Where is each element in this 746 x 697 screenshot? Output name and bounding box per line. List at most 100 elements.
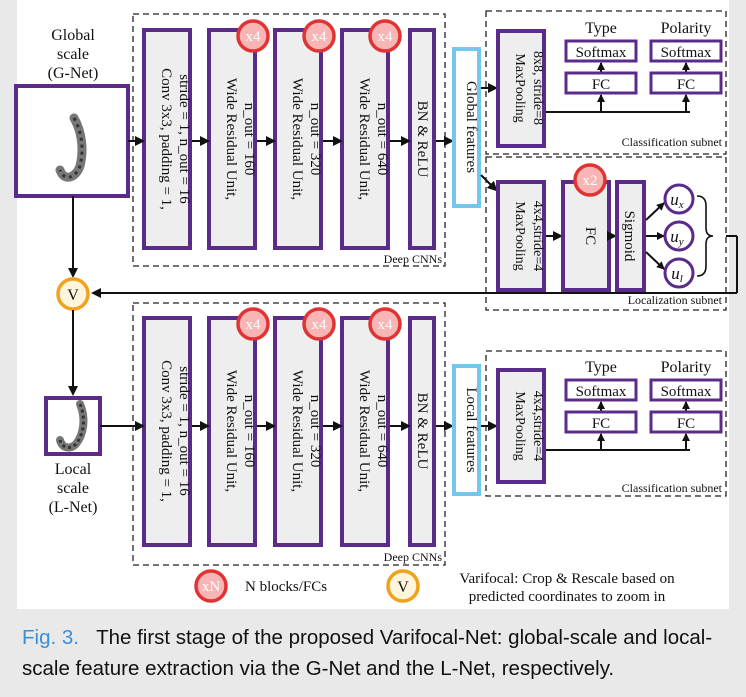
svg-text:Wide Residual Unit,: Wide Residual Unit, [223,370,239,492]
svg-text:BN & ReLU: BN & ReLU [414,101,430,178]
global-classification-subnet-box [485,10,727,155]
global-conv-block: Conv 3x3, padding = 1, stride = 1, n_out… [142,28,192,250]
svg-text:FC: FC [582,227,598,245]
loc-output-uy: uy [663,220,695,252]
svg-text:MaxPooling: MaxPooling [512,53,527,122]
local-polarity-fc: FC [649,410,723,434]
svg-text:Sigmoid: Sigmoid [621,211,637,262]
local-type-header: Type [585,359,617,376]
svg-text:n_out = 160: n_out = 160 [241,395,257,468]
svg-text:stride = 1, n_out = 16: stride = 1, n_out = 16 [176,366,192,496]
svg-text:n_out = 160: n_out = 160 [241,103,257,176]
global-features-block: Global features [452,47,481,208]
svg-text:FC: FC [592,77,610,93]
loc-output-ux: ux [663,183,695,215]
varifocal-node: V [56,277,90,311]
global-wru3-block: Wide Residual Unit, n_out = 640 [340,28,390,250]
svg-text:stride = 1, n_out = 16: stride = 1, n_out = 16 [176,74,192,204]
svg-text:FC: FC [677,77,695,93]
svg-text:Global: Global [51,27,95,44]
svg-text:V: V [67,287,79,304]
legend-xn-text: N blocks/FCs [245,579,327,595]
caption-text: The first stage of the proposed Varifoca… [22,626,713,680]
svg-text:scale: scale [57,480,89,497]
local-cls-connectors [546,401,690,451]
local-polarity-header: Polarity [661,359,712,376]
svg-text:(G-Net): (G-Net) [48,65,99,82]
loc-output-ul: ul [663,257,695,289]
svg-text:x4: x4 [378,317,394,333]
global-maxpool-block: MaxPooling 8x8, stride=8 [496,29,546,148]
loc-fc-block: FC [561,180,611,292]
svg-text:MaxPooling: MaxPooling [512,201,527,270]
svg-text:Global features: Global features [463,81,479,173]
local-classification-subnet-box [485,350,727,497]
local-wru1-block: Wide Residual Unit, n_out = 160 [207,316,257,547]
svg-text:Local features: Local features [463,387,479,473]
local-classification-subnet-label: Classification subnet [622,481,723,495]
svg-text:MaxPooling: MaxPooling [512,391,527,460]
svg-text:n_out = 320: n_out = 320 [307,395,323,468]
global-type-header: Type [585,20,617,37]
svg-text:Softmax: Softmax [661,45,712,61]
global-wru2-block: Wide Residual Unit, n_out = 320 [273,28,323,250]
global-type-fc: FC [564,71,638,95]
svg-text:x4: x4 [378,29,394,45]
global-input-image [14,84,130,198]
global-wru1-block: Wide Residual Unit, n_out = 160 [207,28,257,250]
local-wru3-repeat-badge: x4 [368,307,402,341]
svg-text:x4: x4 [312,29,328,45]
svg-text:x2: x2 [583,173,598,189]
svg-text:Conv 3x3, padding = 1,: Conv 3x3, padding = 1, [158,360,174,502]
svg-text:4x4,stride=4: 4x4,stride=4 [530,391,545,462]
local-input-label: Local scale (L-Net) [49,461,98,516]
svg-text:ul: ul [671,264,683,285]
svg-text:Varifocal: Crop & Rescale base: Varifocal: Crop & Rescale based on [459,571,675,587]
local-conv-block: Conv 3x3, padding = 1, stride = 1, n_out… [142,316,192,547]
svg-text:xN: xN [202,579,221,595]
local-polarity-softmax: Softmax [649,378,723,402]
local-deep-cnns-label: Deep CNNs [384,550,443,564]
local-deep-cnns-box [132,302,446,566]
svg-text:Softmax: Softmax [576,45,627,61]
legend-v-text: Varifocal: Crop & Rescale based on predi… [459,571,675,605]
local-input-image [44,396,102,456]
svg-text:n_out = 640: n_out = 640 [374,395,390,468]
svg-text:Softmax: Softmax [661,384,712,400]
svg-text:n_out = 640: n_out = 640 [374,103,390,176]
svg-text:scale: scale [57,46,89,63]
svg-text:V: V [397,579,409,596]
global-wru3-repeat-badge: x4 [368,19,402,53]
svg-text:8x8, stride=8: 8x8, stride=8 [530,51,545,125]
loc-maxpool-block: MaxPooling 4x4,stride=4 [496,180,546,292]
local-wru2-repeat-badge: x4 [302,307,336,341]
svg-text:Local: Local [55,461,92,478]
svg-text:x4: x4 [246,317,262,333]
svg-text:FC: FC [592,416,610,432]
svg-text:Wide Residual Unit,: Wide Residual Unit, [356,78,372,200]
svg-text:x4: x4 [246,29,262,45]
local-type-fc: FC [564,410,638,434]
svg-text:n_out = 320: n_out = 320 [307,103,323,176]
global-wru1-repeat-badge: x4 [236,19,270,53]
svg-text:BN & ReLU: BN & ReLU [414,393,430,470]
local-wru2-block: Wide Residual Unit, n_out = 320 [273,316,323,547]
svg-text:4x4,stride=4: 4x4,stride=4 [530,201,545,272]
svg-text:Wide Residual Unit,: Wide Residual Unit, [289,78,305,200]
global-classification-subnet-label: Classification subnet [622,135,723,149]
svg-text:Wide Residual Unit,: Wide Residual Unit, [223,78,239,200]
svg-text:FC: FC [677,416,695,432]
global-to-loc-arrow [480,174,498,192]
svg-text:Wide Residual Unit,: Wide Residual Unit, [356,370,372,492]
figure-label: Fig. 3. [22,626,79,649]
global-bn-relu-block: BN & ReLU [408,28,436,250]
svg-text:predicted coordinates to zoom: predicted coordinates to zoom in [469,589,666,605]
svg-text:x4: x4 [312,317,328,333]
svg-text:Wide Residual Unit,: Wide Residual Unit, [289,370,305,492]
local-type-softmax: Softmax [564,378,638,402]
global-cls-connectors [546,62,690,113]
svg-text:(L-Net): (L-Net) [49,499,98,516]
global-deep-cnns-label: Deep CNNs [384,252,443,266]
svg-text:Conv 3x3, padding = 1,: Conv 3x3, padding = 1, [158,68,174,210]
